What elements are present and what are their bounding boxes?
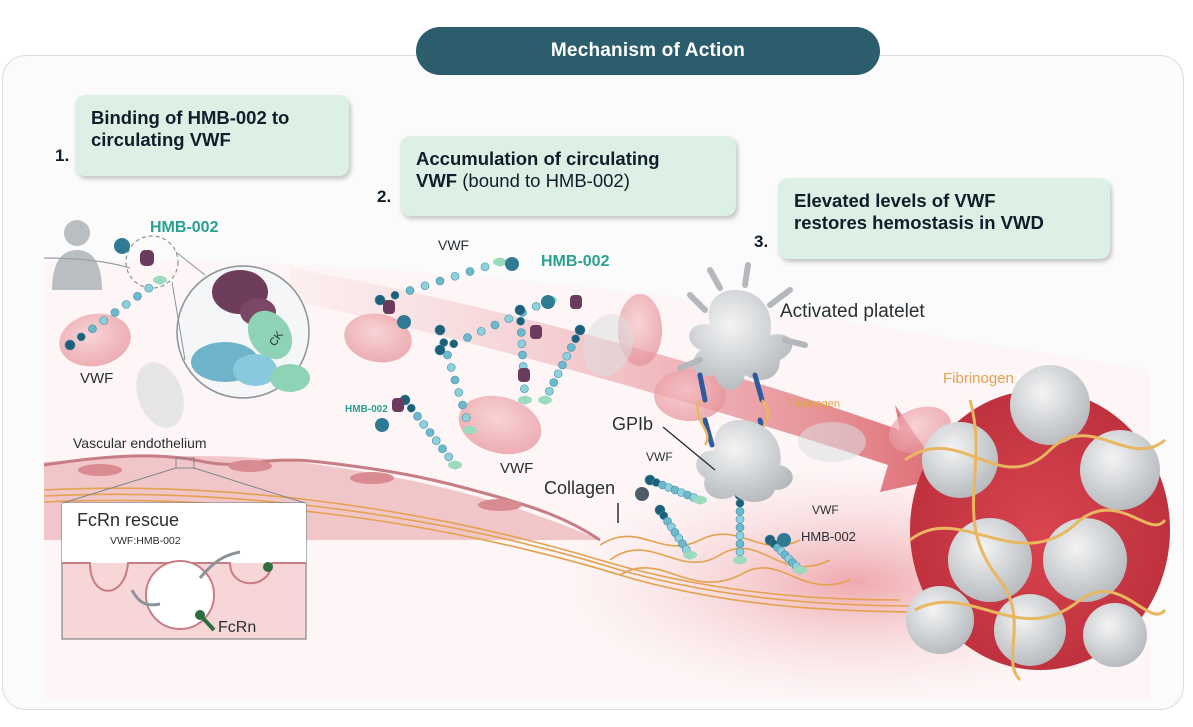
- fcrn-label: FcRn: [218, 619, 256, 636]
- fcrn-rescue-label: FcRn rescue: [77, 510, 179, 530]
- step-2-text-normal: (bound to HMB-002): [457, 170, 630, 191]
- vwf-strand: [538, 324, 586, 405]
- vwf-label-left: VWF: [80, 370, 113, 387]
- hmb002-fab: [140, 250, 582, 412]
- page-title: Mechanism of Action: [416, 27, 880, 75]
- hmb002-label-mid: HMB-002: [541, 253, 610, 270]
- clot-mass: [904, 365, 1170, 682]
- flow-arrow: [290, 268, 945, 492]
- step-1-box: Binding of HMB-002 to circulating VWF: [75, 95, 349, 176]
- hmb002-label-right: HMB-002: [801, 529, 856, 544]
- grey-platelets-resting: [136, 313, 866, 462]
- vwf-strand: [399, 394, 462, 470]
- vwf-label-mid-bottom: VWF: [500, 460, 533, 477]
- vwf-label-right: VWF: [812, 503, 839, 517]
- hmb002-label-top: HMB-002: [150, 219, 219, 236]
- vwf-strand: [514, 304, 532, 405]
- vwf-label-collagen: VWF: [646, 450, 673, 464]
- vwf-strand: [644, 474, 707, 505]
- step-3-text-line1: Elevated levels of VWF: [794, 190, 996, 211]
- step-3-box: Elevated levels of VWF restores hemostas…: [778, 178, 1110, 259]
- hmb002-antibodies: [114, 238, 791, 547]
- vwf-strand: [434, 324, 477, 435]
- fibrinogen-label-small: Fibrinogen: [788, 398, 840, 410]
- vwf-hmb002-label: VWF:HMB-002: [110, 535, 181, 547]
- hmb002-label-small: HMB-002: [345, 404, 388, 415]
- step-2-text-line2: VWF: [416, 170, 458, 191]
- step-3-text-line2: restores hemostasis in VWD: [794, 212, 1044, 233]
- vwf-strand: [374, 257, 507, 306]
- binding-zoom-inset: [176, 265, 310, 399]
- fcrn-rescue-inset: [61, 502, 307, 640]
- step-2-text-line1: Accumulation of circulating: [416, 148, 660, 169]
- step-3-number: 3.: [754, 232, 769, 251]
- collagen-label: Collagen: [544, 478, 615, 498]
- step-1-text: Binding of HMB-002 to circulating VWF: [91, 107, 290, 150]
- vascular-endothelium-label: Vascular endothelium: [73, 435, 207, 451]
- fibrinogen-label-large: Fibrinogen: [943, 370, 1014, 387]
- vwf-label-mid-top: VWF: [438, 237, 469, 253]
- activated-platelet-label: Activated platelet: [780, 301, 925, 322]
- gpib-label: GPIb: [612, 414, 653, 434]
- activated-platelet: [677, 262, 808, 390]
- adhered-platelet: [696, 420, 793, 502]
- vwf-strand: [764, 534, 807, 575]
- vwf-strand: [64, 275, 167, 351]
- patient-icon: [52, 220, 102, 290]
- step-2-box: Accumulation of circulating VWF (bound t…: [400, 136, 736, 216]
- step-1-number: 1.: [55, 146, 70, 165]
- vwf-strand: [654, 504, 697, 560]
- step-2-number: 2.: [377, 187, 392, 206]
- collagen-fibres: [43, 487, 931, 613]
